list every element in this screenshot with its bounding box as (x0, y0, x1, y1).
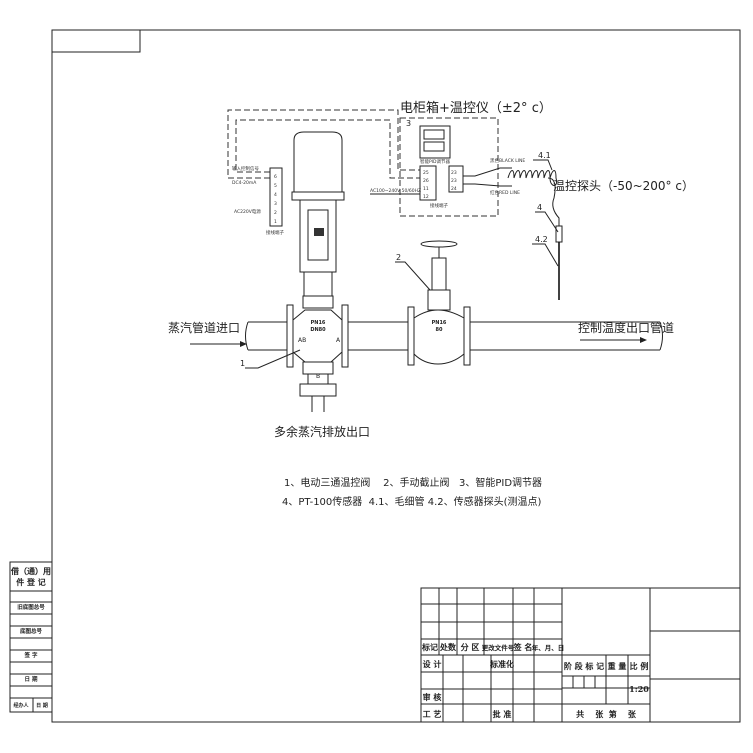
header-count: 处数 (439, 642, 457, 652)
ctrl-terminal-26: 26 (423, 178, 429, 184)
valve2-rating: PN16 (432, 320, 447, 326)
ctrl-terminal-11: 11 (423, 186, 429, 192)
scale-label: 比 例 (630, 661, 649, 671)
base-number-label: 底图总号 (19, 627, 43, 635)
callout-4-1: 4.1 (538, 151, 551, 160)
pid-controller: 3 智能PID调节器 25 26 11 12 23 23 24 接线端子 AC1… (370, 119, 525, 209)
stage-mark-label: 阶 段 标 记 (564, 661, 604, 671)
power-ac-label: AC100~240V 50/60HZ (370, 188, 421, 194)
handler-date-label: 日 期 (36, 702, 48, 709)
black-line-label: 黑色BLACK LINE (490, 157, 525, 164)
red-line-label: 红色RED LINE (490, 189, 520, 196)
ctrl-terminal-25: 25 (423, 170, 429, 176)
ctrl-terminal-23a: 23 (451, 170, 457, 176)
terminal-1: 1 (274, 219, 277, 225)
handler-label: 经办人 (13, 702, 29, 709)
terminal-3: 3 (274, 201, 277, 207)
controller-title: 智能PID调节器 (420, 158, 451, 165)
terminal-6: 6 (274, 174, 277, 180)
outlet-label: 控制温度出口管道 (578, 320, 674, 335)
valve1-size: DN80 (310, 327, 326, 333)
drawing-frame (51, 29, 741, 723)
title-block: 标记 处数 分 区 更改文件号 签 名 年、月、日 设 计 标准化 审 核 工 … (420, 587, 741, 723)
port-ab-label: AB (298, 337, 306, 344)
terminal-4: 4 (274, 192, 277, 198)
register-label: 件 登 记 (16, 577, 46, 587)
callout-4: 4 (537, 203, 542, 212)
legend-line-2: 4、PT-100传感器 4.1、毛细管 4.2、传感器探头(测温点) (282, 495, 542, 508)
scale-value: 1:20 (629, 684, 649, 694)
callout-4-2: 4.2 (535, 235, 548, 244)
ctrl-terminal-12: 12 (423, 194, 429, 200)
signal-range-label: DC4-20mA (232, 180, 257, 186)
input-signal-label: 输入控制信号 (232, 165, 259, 172)
power-220-label: AC220V电源 (234, 208, 261, 215)
callout-2: 2 (396, 253, 401, 262)
ctrl-terminal-24: 24 (451, 186, 457, 192)
actuator-terminal-block: 6 5 4 3 2 1 输入控制信号 DC4-20mA AC220V电源 接线端… (232, 165, 284, 236)
borrow-label: 借（通）用 (10, 566, 51, 576)
temperature-probe: 4.1 4 4.2 (507, 151, 563, 300)
wiring (227, 109, 499, 217)
header-mark: 标记 (421, 642, 438, 652)
control-box-outline (399, 117, 499, 217)
terminal-5: 5 (274, 183, 277, 189)
header-signature: 签 名 (513, 642, 533, 652)
terminal-block-label: 接线端子 (266, 229, 284, 236)
probe-label: 温控探头（-50~200° c） (553, 179, 694, 193)
manual-globe-valve: PN16 80 2 (395, 240, 471, 366)
callout-3: 3 (406, 119, 411, 128)
port-a-label: A (336, 337, 341, 344)
weight-label: 重 量 (608, 661, 627, 671)
signature-label: 签 字 (24, 651, 38, 659)
header-date: 年、月、日 (532, 643, 565, 652)
approve-label: 批 准 (493, 709, 512, 719)
port-b-label: B (316, 373, 320, 380)
steam-pipe (190, 321, 663, 351)
terminal-2: 2 (274, 210, 277, 216)
exhaust-label: 多余蒸汽排放出口 (274, 424, 370, 439)
header-change-doc: 更改文件号 (482, 643, 515, 652)
standardization-label: 标准化 (489, 659, 514, 669)
top-left-code-box (51, 29, 141, 53)
valve2-size: 80 (436, 327, 443, 333)
sheets-label: 共 张 第 张 (576, 709, 637, 719)
electric-actuator (291, 131, 345, 297)
header-zone: 分 区 (461, 642, 480, 652)
valve1-rating: PN16 (311, 320, 326, 326)
process-label: 工 艺 (423, 709, 442, 719)
inlet-label: 蒸汽管道进口 (168, 320, 240, 335)
controller-terminal-label: 接线端子 (430, 202, 448, 209)
legend-line-1: 1、电动三通温控阀 2、手动截止阀 3、智能PID调节器 (284, 476, 542, 489)
review-label: 审 核 (423, 692, 442, 702)
control-box-label: 电柜箱+温控仪（±2° c） (400, 100, 552, 116)
date-label: 日 期 (25, 675, 38, 683)
design-label: 设 计 (423, 659, 442, 669)
three-way-valve: PN16 DN80 AB A B 1 (240, 295, 349, 412)
old-base-number-label: 旧底图总号 (17, 603, 45, 611)
left-record-block: 借（通）用 件 登 记 旧底图总号 底图总号 签 字 日 期 经办人 日 期 (9, 561, 53, 713)
callout-1: 1 (240, 359, 245, 368)
ctrl-terminal-23b: 23 (451, 178, 457, 184)
